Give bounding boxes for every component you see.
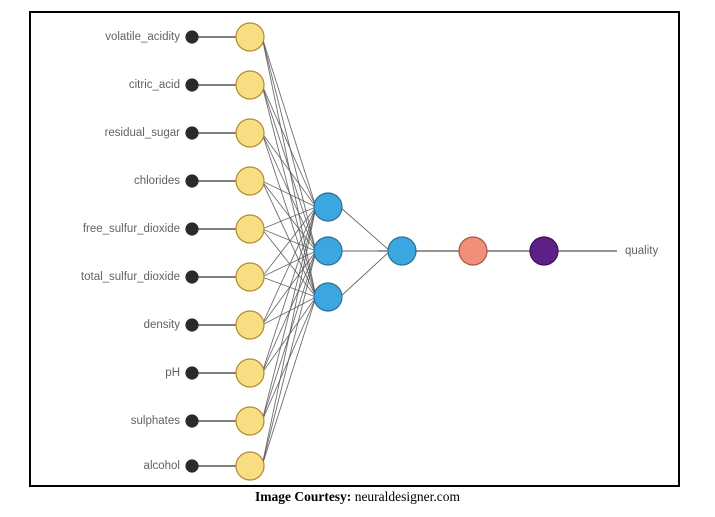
connection-line	[261, 180, 317, 298]
connection-line	[261, 36, 317, 252]
neural-network-diagram: volatile_acidity citric_acid residual_suga…	[81, 22, 659, 481]
connection-line	[261, 206, 317, 467]
connection-line	[261, 132, 317, 252]
connection-line	[261, 250, 317, 467]
output-node	[529, 236, 559, 266]
connection-line	[261, 228, 317, 252]
scaling-node	[185, 78, 199, 92]
connection-line	[261, 206, 317, 230]
connection-line	[261, 84, 317, 252]
input-node	[235, 451, 265, 481]
connection-line	[261, 206, 317, 278]
figure-caption: Image Courtesy: neuraldesigner.com	[0, 489, 715, 505]
input-variable-label: pH	[165, 367, 180, 379]
connection-line	[261, 206, 317, 326]
diagram-frame: volatile_acidity citric_acid residual_suga…	[29, 11, 680, 487]
connection-line	[261, 180, 317, 208]
caption-label: Image Courtesy:	[254, 489, 352, 504]
caption-source: neuraldesigner.com	[354, 489, 461, 504]
input-node	[235, 406, 265, 436]
input-variable-label: citric_acid	[129, 79, 180, 91]
scaling-node	[185, 459, 199, 473]
scaling-node	[185, 270, 199, 284]
input-variable-label: total_sulfur_dioxide	[81, 271, 180, 283]
network-labels-group: volatile_acidity citric_acid residual_suga…	[81, 31, 659, 472]
input-node	[235, 358, 265, 388]
connection-line	[261, 132, 317, 298]
connection-line	[261, 206, 317, 374]
scaling-node	[185, 366, 199, 380]
scaling-node	[185, 30, 199, 44]
output-variable-label: quality	[625, 245, 658, 257]
input-variable-label: volatile_acidity	[105, 31, 180, 43]
connection-line	[261, 250, 317, 326]
input-variable-label: free_sulfur_dioxide	[83, 223, 180, 235]
node-stub-lines-group	[198, 36, 617, 467]
connection-line	[339, 250, 391, 298]
input-node	[235, 70, 265, 100]
scaling-node	[185, 414, 199, 428]
input-variable-label: sulphates	[131, 415, 180, 427]
connection-line	[261, 132, 317, 208]
input-node	[235, 310, 265, 340]
scaling-node	[185, 126, 199, 140]
connection-line	[261, 276, 317, 298]
input-variable-label: residual_sugar	[105, 127, 181, 139]
input-node	[235, 262, 265, 292]
scaling-node	[185, 222, 199, 236]
hidden-node-layer-1	[313, 192, 343, 222]
connection-line	[261, 36, 317, 208]
hidden-node-layer-2	[387, 236, 417, 266]
connection-line	[261, 206, 317, 422]
hidden-node-layer-1	[313, 236, 343, 266]
scaling-node	[185, 318, 199, 332]
connection-line	[261, 296, 317, 467]
input-variable-label: alcohol	[144, 460, 180, 472]
network-nodes-group	[185, 22, 559, 481]
connection-lines-group	[261, 36, 532, 467]
connection-line	[339, 206, 391, 252]
input-variable-label: chlorides	[134, 175, 180, 187]
input-node	[235, 118, 265, 148]
input-node	[235, 22, 265, 52]
connection-line	[261, 250, 317, 374]
connection-line	[261, 250, 317, 278]
scaling-node	[185, 174, 199, 188]
hidden-node-layer-1	[313, 282, 343, 312]
connection-line	[261, 180, 317, 252]
unscaling-node	[458, 236, 488, 266]
input-variable-label: density	[144, 319, 181, 331]
input-node	[235, 214, 265, 244]
input-node	[235, 166, 265, 196]
connection-line	[261, 84, 317, 208]
